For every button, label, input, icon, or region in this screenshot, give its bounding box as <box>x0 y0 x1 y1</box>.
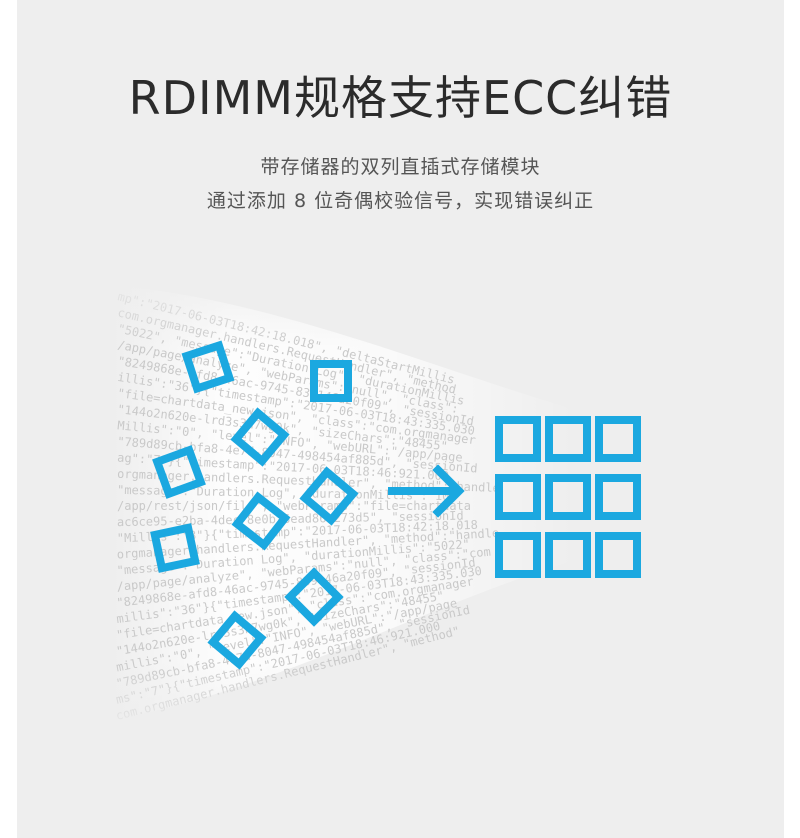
data-bit-square <box>150 523 200 573</box>
scattered-data-bits <box>150 340 359 670</box>
grid-square <box>545 416 591 462</box>
grid-square <box>595 474 641 520</box>
ecc-diagram: mp":"2017-06-03T18:42:18.018", "deltaSta… <box>107 280 641 730</box>
content-panel: RDIMM规格支持ECC纠错 带存储器的双列直插式存储模块 通过添加 8 位奇偶… <box>17 0 784 838</box>
arrow-right-icon <box>388 464 465 518</box>
grid-square <box>545 532 591 578</box>
subtitle-line-2: 通过添加 8 位奇偶校验信号，实现错误纠正 <box>206 190 595 212</box>
data-bit-square <box>152 445 206 499</box>
grid-square <box>495 474 541 520</box>
grid-square <box>595 416 641 462</box>
data-bit-square <box>207 610 267 670</box>
data-bit-square <box>284 567 344 627</box>
data-bit-square <box>181 340 235 394</box>
data-bit-square <box>310 360 352 402</box>
data-bit-square <box>299 466 359 526</box>
grid-square <box>595 532 641 578</box>
grid-square <box>495 532 541 578</box>
page-title: RDIMM规格支持ECC纠错 <box>128 71 673 125</box>
subtitle-line-1: 带存储器的双列直插式存储模块 <box>260 156 541 178</box>
grid-square <box>545 474 591 520</box>
data-bit-square <box>230 407 290 467</box>
data-bit-square <box>231 491 291 551</box>
grid-square <box>495 416 541 462</box>
ordered-data-grid <box>495 416 641 578</box>
